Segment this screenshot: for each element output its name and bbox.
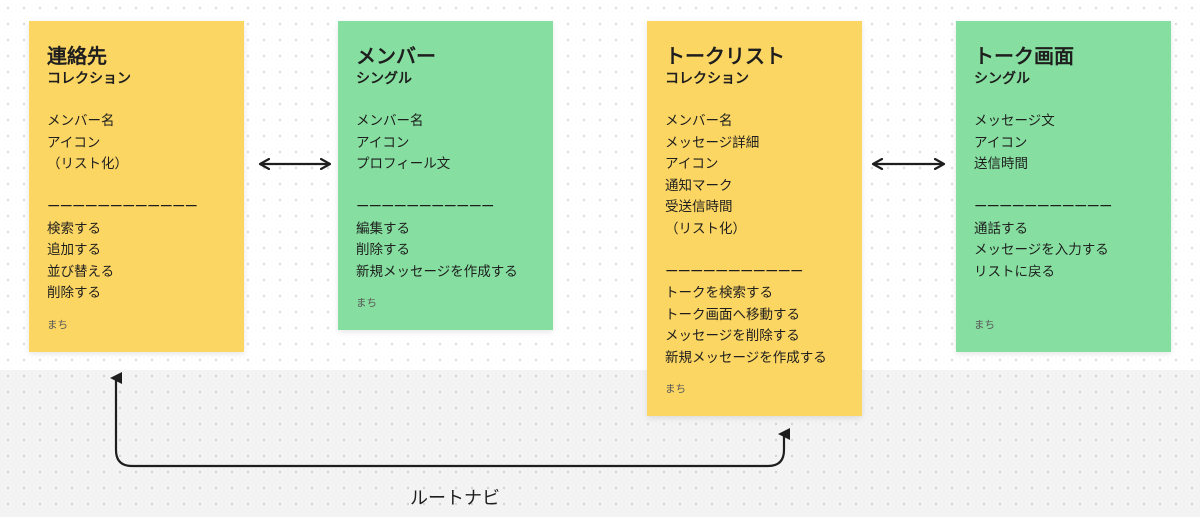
note-title: トーク画面: [974, 44, 1074, 68]
note-title: トークリスト: [665, 44, 785, 68]
note-item: メンバー名: [356, 113, 424, 129]
note-action: 削除する: [47, 285, 101, 301]
note-talk-screen[interactable]: トーク画面 シングル メッセージ文 アイコン 送信時間 ーーーーーーーーーーー …: [956, 21, 1171, 352]
note-action: トーク画面へ移動する: [665, 306, 800, 323]
note-action: メッセージを入力する: [974, 242, 1109, 258]
note-action: 新規メッセージを作成する: [356, 263, 518, 280]
note-item: メッセージ詳細: [665, 134, 760, 151]
note-item: アイコン: [356, 134, 410, 151]
note-item: メッセージ文: [974, 113, 1055, 129]
note-action: リストに戻る: [974, 263, 1055, 280]
note-item: 送信時間: [974, 156, 1028, 172]
note-separator: ーーーーーーーーーーーー: [47, 199, 198, 215]
note-action: 追加する: [47, 242, 101, 258]
note-subtitle: コレクション: [665, 71, 749, 87]
note-action: トークを検索する: [665, 285, 773, 301]
note-action: 新規メッセージを作成する: [665, 349, 827, 366]
note-subtitle: シングル: [356, 71, 412, 87]
note-separator: ーーーーーーーーーーー: [665, 263, 804, 280]
note-author: まち: [974, 319, 995, 331]
note-action: 通話する: [974, 220, 1028, 237]
note-item: メンバー名: [47, 113, 115, 129]
note-action: 編集する: [356, 220, 410, 237]
note-title: 連絡先: [47, 44, 107, 68]
note-member[interactable]: メンバー シングル メンバー名 アイコン プロフィール文 ーーーーーーーーーーー…: [338, 21, 553, 330]
root-nav-connector[interactable]: [110, 372, 790, 468]
note-separator: ーーーーーーーーーーー: [974, 199, 1113, 215]
note-item: メンバー名: [665, 113, 733, 129]
note-action: 検索する: [47, 220, 101, 237]
note-talk-list[interactable]: トークリスト コレクション メンバー名 メッセージ詳細 アイコン 通知マーク 受…: [647, 21, 862, 416]
note-action: メッセージを削除する: [665, 328, 800, 344]
note-item: アイコン: [47, 134, 101, 151]
note-separator: ーーーーーーーーーーー: [356, 199, 495, 215]
note-item: アイコン: [665, 156, 719, 172]
note-item: （リスト化）: [665, 220, 746, 237]
note-item: アイコン: [974, 134, 1028, 151]
note-item: 受送信時間: [665, 199, 733, 215]
note-item: （リスト化）: [47, 156, 128, 172]
note-author: まち: [356, 297, 377, 309]
note-action: 削除する: [356, 242, 410, 258]
note-contacts[interactable]: 連絡先 コレクション メンバー名 アイコン （リスト化） ーーーーーーーーーーー…: [29, 21, 244, 352]
note-item: 通知マーク: [665, 177, 733, 194]
note-author: まち: [47, 319, 68, 331]
note-subtitle: コレクション: [47, 71, 131, 87]
note-title: メンバー: [356, 44, 436, 68]
note-item: プロフィール文: [356, 156, 451, 172]
note-action: 並び替える: [47, 263, 115, 280]
note-subtitle: シングル: [974, 71, 1030, 87]
connector-label: ルートナビ: [410, 488, 500, 509]
